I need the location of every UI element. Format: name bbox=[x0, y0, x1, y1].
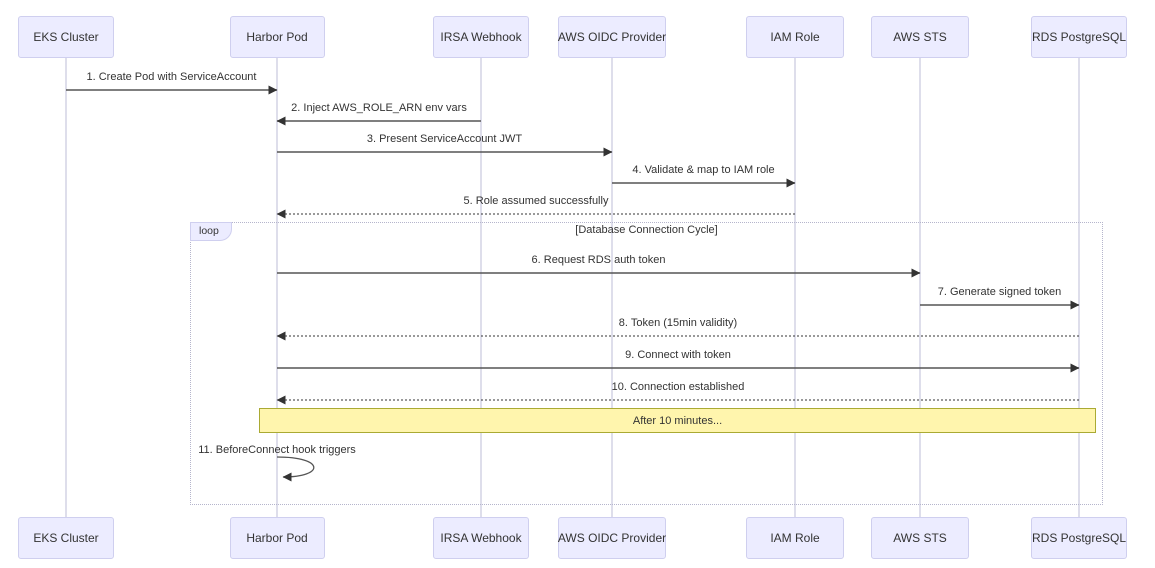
message-label-5: 5. Role assumed successfully bbox=[463, 195, 609, 207]
actor-bottom-aws-oidc-provider: AWS OIDC Provider bbox=[558, 517, 666, 559]
actor-bottom-iam-role: IAM Role bbox=[746, 517, 844, 559]
actor-top-harbor-pod: Harbor Pod bbox=[229, 16, 325, 58]
actor-top-iam-role: IAM Role bbox=[746, 16, 844, 58]
loop-label: loop bbox=[190, 222, 232, 241]
actor-top-aws-oidc-provider: AWS OIDC Provider bbox=[558, 16, 666, 58]
actor-top-irsa-webhook: IRSA Webhook bbox=[433, 16, 529, 58]
message-arrow-11 bbox=[276, 456, 315, 482]
actor-bottom-rds-postgresql: RDS PostgreSQL bbox=[1031, 517, 1127, 559]
actor-bottom-harbor-pod: Harbor Pod bbox=[229, 517, 325, 559]
message-label-11: 11. BeforeConnect hook triggers bbox=[198, 444, 356, 456]
loop-title: [Database Connection Cycle] bbox=[575, 224, 718, 236]
message-label-10: 10. Connection established bbox=[611, 381, 745, 393]
lifelines-layer bbox=[65, 58, 1080, 517]
actor-top-eks-cluster: EKS Cluster bbox=[18, 16, 114, 58]
message-label-4: 4. Validate & map to IAM role bbox=[632, 164, 775, 176]
note-after-10-minutes: After 10 minutes... bbox=[259, 408, 1096, 433]
actor-bottom-aws-sts: AWS STS bbox=[871, 517, 969, 559]
actor-bottom-eks-cluster: EKS Cluster bbox=[18, 517, 114, 559]
arrows-layer bbox=[66, 85, 1080, 482]
message-label-6: 6. Request RDS auth token bbox=[531, 254, 666, 266]
message-label-3: 3. Present ServiceAccount JWT bbox=[366, 133, 523, 145]
message-label-9: 9. Connect with token bbox=[625, 349, 731, 361]
actor-top-aws-sts: AWS STS bbox=[871, 16, 969, 58]
loop-frame bbox=[190, 222, 1103, 505]
message-label-7: 7. Generate signed token bbox=[937, 286, 1062, 298]
message-label-2: 2. Inject AWS_ROLE_ARN env vars bbox=[291, 102, 467, 114]
actor-bottom-irsa-webhook: IRSA Webhook bbox=[433, 517, 529, 559]
actor-top-rds-postgresql: RDS PostgreSQL bbox=[1031, 16, 1127, 58]
message-label-8: 8. Token (15min validity) bbox=[618, 317, 738, 329]
message-label-1: 1. Create Pod with ServiceAccount bbox=[86, 71, 257, 83]
